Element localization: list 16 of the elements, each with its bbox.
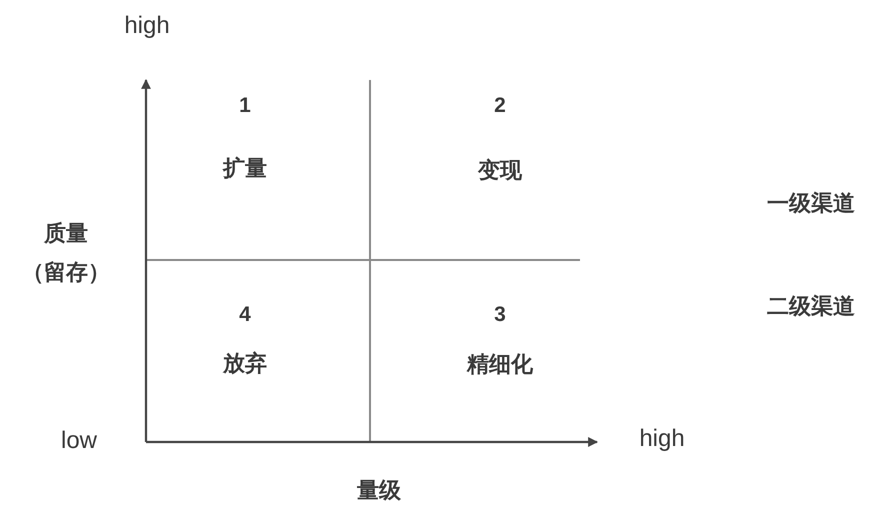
quadrant-number: 4: [239, 302, 251, 328]
quadrant-label: 扩量: [223, 155, 267, 181]
quadrant-label: 精细化: [467, 351, 533, 377]
axis-title: 质量: [44, 220, 88, 246]
row-label: 一级渠道: [767, 190, 855, 216]
quadrant-number: 1: [239, 94, 251, 118]
quadrant-label: 放弃: [223, 350, 267, 376]
quadrant-number: 2: [494, 94, 506, 118]
axis-label: low: [61, 427, 97, 455]
axis-title: （留存）: [22, 259, 110, 285]
axis-title: 量级: [357, 477, 401, 503]
quadrant-number: 3: [494, 302, 506, 328]
quadrant-label: 变现: [478, 157, 522, 183]
axis-label: high: [124, 12, 170, 40]
row-label: 二级渠道: [767, 293, 855, 319]
axis-label: high: [639, 425, 685, 453]
